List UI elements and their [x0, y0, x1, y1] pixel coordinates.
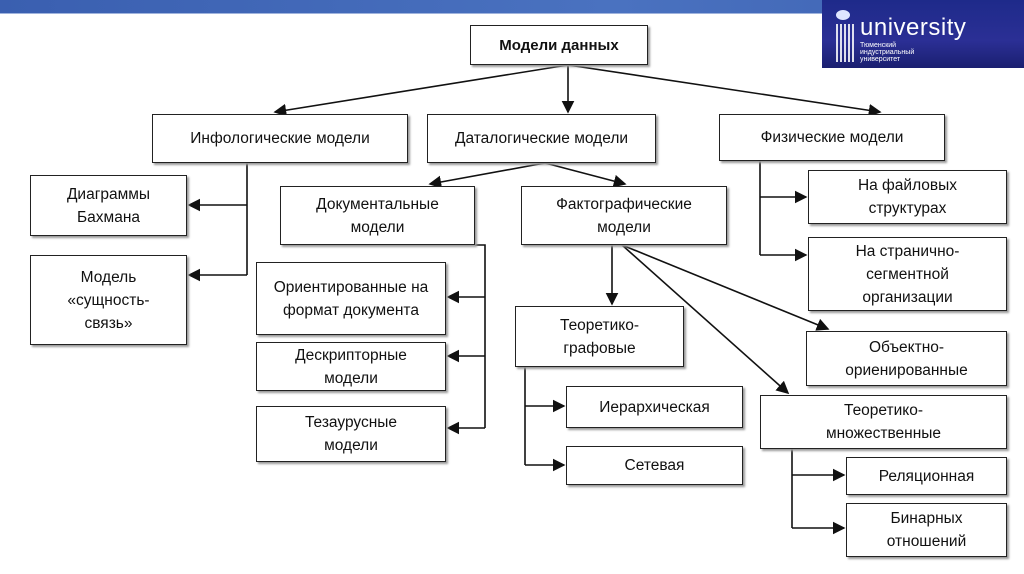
node-relational: Реляционная	[846, 457, 1007, 495]
node-datalogical: Даталогические модели	[427, 114, 656, 163]
node-infological: Инфологические модели	[152, 114, 408, 163]
node-documental: Документальные модели	[280, 186, 475, 245]
node-object: Объектно-ориенированные	[806, 331, 1007, 386]
node-physical: Физические модели	[719, 114, 945, 161]
node-file: На файловых структурах	[808, 170, 1007, 224]
node-page: На странично-сегментной организации	[808, 237, 1007, 311]
university-logo: university Тюменский индустриальный унив…	[822, 0, 1024, 68]
node-bachman: Диаграммы Бахмана	[30, 175, 187, 236]
node-set: Теоретико-множественные	[760, 395, 1007, 449]
node-binary: Бинарных отношений	[846, 503, 1007, 557]
node-er: Модель «сущность-связь»	[30, 255, 187, 345]
node-factographic: Фактографические модели	[521, 186, 727, 245]
globe-icon	[836, 10, 850, 20]
logo-subtitle: Тюменский индустриальный университет	[860, 42, 915, 63]
node-data-models: Модели данных	[470, 25, 648, 65]
node-graph: Теоретико-графовые	[515, 306, 684, 367]
node-hierarchical: Иерархическая	[566, 386, 743, 428]
top-bar	[0, 0, 1024, 14]
node-thesaurus: Тезаурусные модели	[256, 406, 446, 462]
node-format-oriented: Ориентированные на формат документа	[256, 262, 446, 335]
logo-bars	[836, 24, 854, 62]
logo-word: university	[860, 14, 967, 41]
node-network: Сетевая	[566, 446, 743, 485]
node-descriptor: Дескрипторные модели	[256, 342, 446, 391]
